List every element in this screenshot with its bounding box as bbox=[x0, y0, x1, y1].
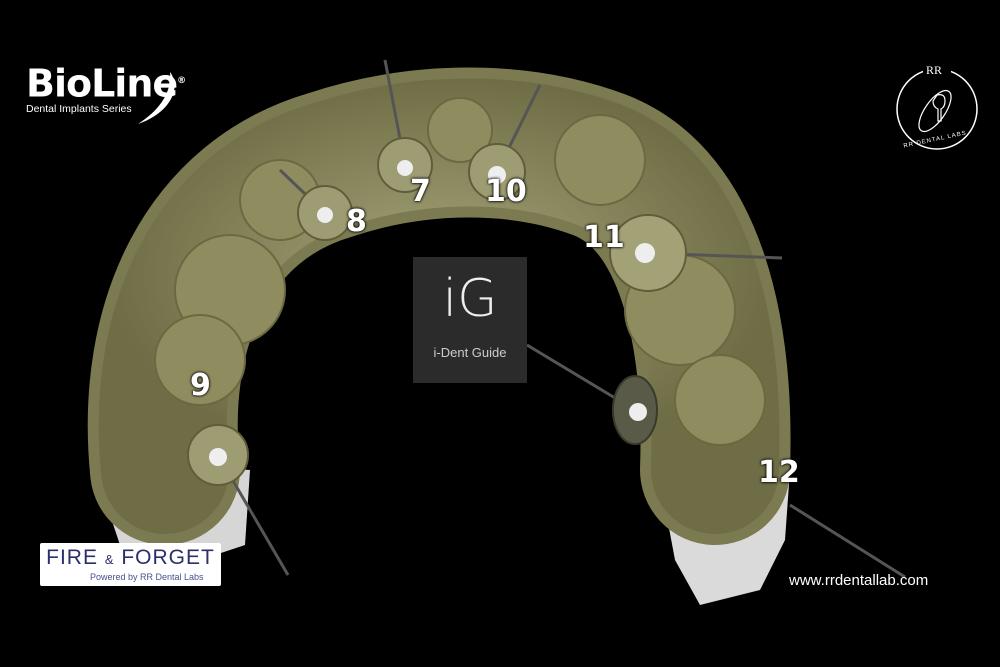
ident-guide-logo: iG i-Dent Guide bbox=[413, 257, 527, 383]
implant-label-7: 7 bbox=[410, 174, 431, 209]
sleeve-10 bbox=[468, 143, 526, 201]
sleeve-11 bbox=[609, 214, 687, 292]
implant-label-10: 10 bbox=[485, 174, 527, 209]
implant-label-9: 9 bbox=[190, 368, 211, 403]
sleeve-7 bbox=[377, 137, 433, 193]
implant-label-12: 12 bbox=[758, 455, 800, 490]
implant-label-11: 11 bbox=[583, 220, 625, 255]
ig-caption: i-Dent Guide bbox=[433, 345, 507, 360]
sleeve-8 bbox=[297, 185, 353, 241]
fire-and-forget-logo: FIRE & FORGET Powered by RR Dental Labs bbox=[40, 543, 221, 586]
rr-initials: RR bbox=[926, 63, 943, 77]
bioline-swoosh-icon bbox=[138, 72, 175, 124]
ig-mark: iG bbox=[442, 269, 498, 329]
bioline-name: BioLine bbox=[26, 61, 178, 106]
fire-forget-title: FIRE & FORGET bbox=[40, 546, 221, 572]
sleeve-tilted bbox=[612, 375, 658, 445]
guide-sleeves bbox=[187, 137, 687, 486]
bioline-wordmark: BioLine® bbox=[26, 61, 186, 106]
forget-word: FORGET bbox=[121, 546, 215, 569]
bioline-subtitle: Dental Implants Series bbox=[26, 102, 132, 115]
fire-word: FIRE bbox=[46, 546, 98, 569]
tooth-implant-icon bbox=[896, 65, 978, 150]
bioline-logo: BioLine® Dental Implants Series bbox=[26, 61, 186, 115]
fire-forget-subtitle: Powered by RR Dental Labs bbox=[90, 572, 204, 582]
sleeve-9 bbox=[187, 424, 249, 486]
rr-dental-labs-logo: RR RR DENTAL LABS bbox=[893, 63, 981, 153]
implant-label-8: 8 bbox=[346, 204, 367, 239]
registered-mark: ® bbox=[177, 76, 186, 86]
ampersand: & bbox=[104, 552, 115, 567]
website-url: www.rrdentallab.com bbox=[789, 572, 929, 589]
